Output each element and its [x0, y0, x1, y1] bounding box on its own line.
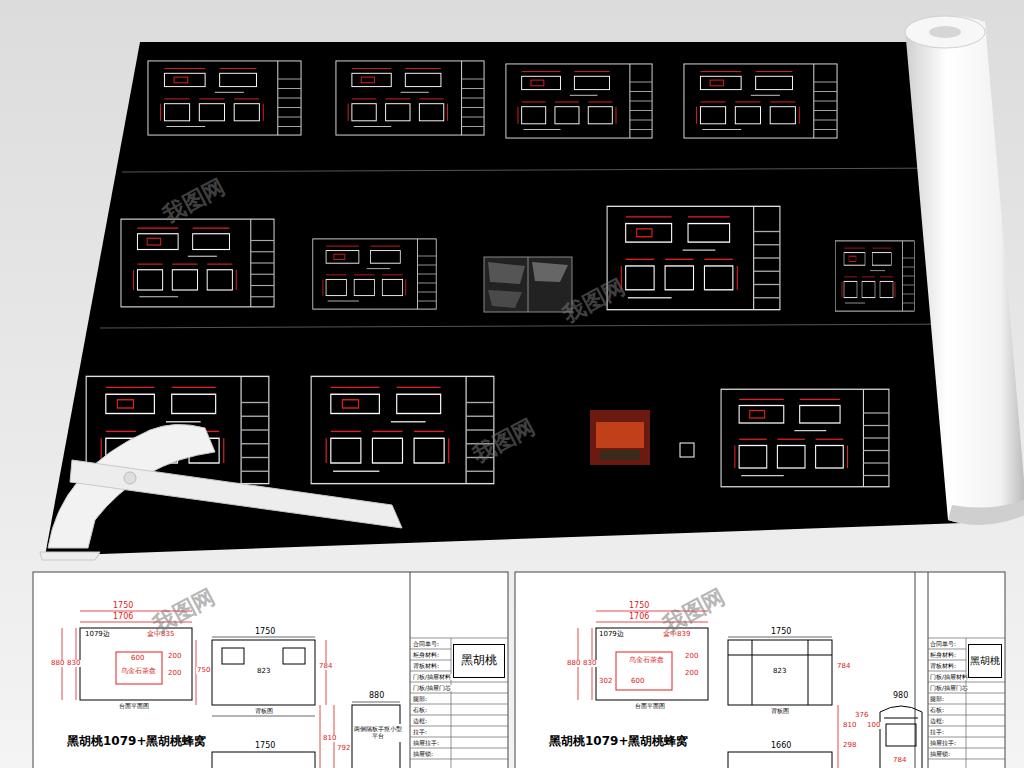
drawing-label: 抽屉拉手: [412, 740, 440, 746]
drawing-label: 1750 [628, 602, 650, 610]
drawing-title: 黑胡桃1079+黑胡桃蜂窝 [548, 735, 689, 747]
drawing-label: 100 [866, 722, 881, 729]
drawing-label: 边框: [412, 718, 428, 724]
drawing-label: 门板/抽屉门芯 [929, 685, 969, 691]
drawing-label: 298 [842, 742, 857, 749]
drawing-label: 1706 [112, 613, 134, 621]
material-cell: 黑胡桃 [453, 644, 505, 678]
drawing-label: 880 [566, 660, 581, 667]
drawing-label: 台面平面图 [634, 703, 666, 709]
drawing-label: 抽屉锁: [929, 751, 951, 757]
drawing-label: 784 [318, 663, 333, 670]
drawing-label: 抽屉锁: [412, 751, 434, 757]
drawing-label: 830 [66, 660, 81, 667]
drawing-label: 腿部: [929, 696, 945, 702]
drawing-label: 拉手: [929, 729, 945, 735]
drawing-label: 200 [167, 653, 182, 660]
drawing-label: 784 [836, 663, 851, 670]
drawing-label: 823 [256, 668, 271, 675]
drawing-label: 750 [196, 667, 211, 674]
drawing-label: 810 [842, 722, 857, 729]
drawing-label: 1750 [112, 602, 134, 610]
drawing-title: 黑胡桃1079+黑胡桃蜂窝 [66, 735, 207, 747]
drawing-label: 600 [630, 678, 645, 685]
drawing-label: 柜身材料: [929, 652, 957, 658]
drawing-label: 1079边 [598, 631, 625, 638]
drawing-label: 背板材料: [412, 663, 440, 669]
drawing-label: 边框: [929, 718, 945, 724]
drawing-label: 1079边 [84, 631, 111, 638]
drawing-label: 830 [582, 660, 597, 667]
drawing-label: 石板: [929, 707, 945, 713]
drawing-label: 792 [336, 745, 351, 752]
drawing-label: 1750 [254, 628, 276, 636]
drawing-label: 1750 [254, 742, 276, 750]
drawing-label: 合同单号: [929, 641, 957, 647]
drawing-label: 背板图 [770, 708, 790, 714]
drawing-label: 1706 [628, 613, 650, 621]
drawing-label: 784 [892, 757, 907, 764]
drawing-label: 乌金石茶盘 [120, 668, 157, 675]
drawing-label: 200 [684, 653, 699, 660]
material-cell: 黑胡桃 [968, 644, 1002, 678]
node-text: 黑胡桃 [970, 655, 1000, 667]
drawing-label: 302 [598, 678, 613, 685]
drawing-label: 背板材料: [929, 663, 957, 669]
drawing-label: 门板/抽屉材料 [412, 674, 452, 680]
drawing-label: 880 [50, 660, 65, 667]
drawing-label: 乌金石茶盘 [628, 657, 665, 664]
drawing-label: 合同单号: [412, 641, 440, 647]
drawing-label: 柜身材料: [412, 652, 440, 658]
drawing-label: 拉手: [412, 729, 428, 735]
drawing-label: 1750 [770, 628, 792, 636]
drawing-label: 823 [772, 668, 787, 675]
drawing-label: 376 [854, 712, 869, 719]
drawing-label: 810 [322, 735, 337, 742]
drawing-label: 门板/抽屉材料 [929, 674, 969, 680]
platform-note: 两侧隔板手抠小型平台 [353, 724, 403, 742]
node-text: 黑胡桃 [461, 654, 497, 668]
drawing-label: 石板: [412, 707, 428, 713]
drawing-label: 1660 [770, 742, 792, 750]
node-text: 两侧隔板手抠小型平台 [353, 726, 403, 740]
drawing-label: 200 [684, 670, 699, 677]
drawing-label: 台面平面图 [118, 703, 150, 709]
drawing-label: 880 [368, 692, 385, 700]
drawing-label: 背板图 [254, 708, 274, 714]
drawing-label: 腿部: [412, 696, 428, 702]
drawing-label: 200 [167, 670, 182, 677]
drawing-label: 980 [892, 692, 909, 700]
drawing-label: 600 [130, 655, 145, 662]
drawing-label: 门板/抽屉门芯 [412, 685, 452, 691]
drawing-label: 抽屉拉手: [929, 740, 957, 746]
